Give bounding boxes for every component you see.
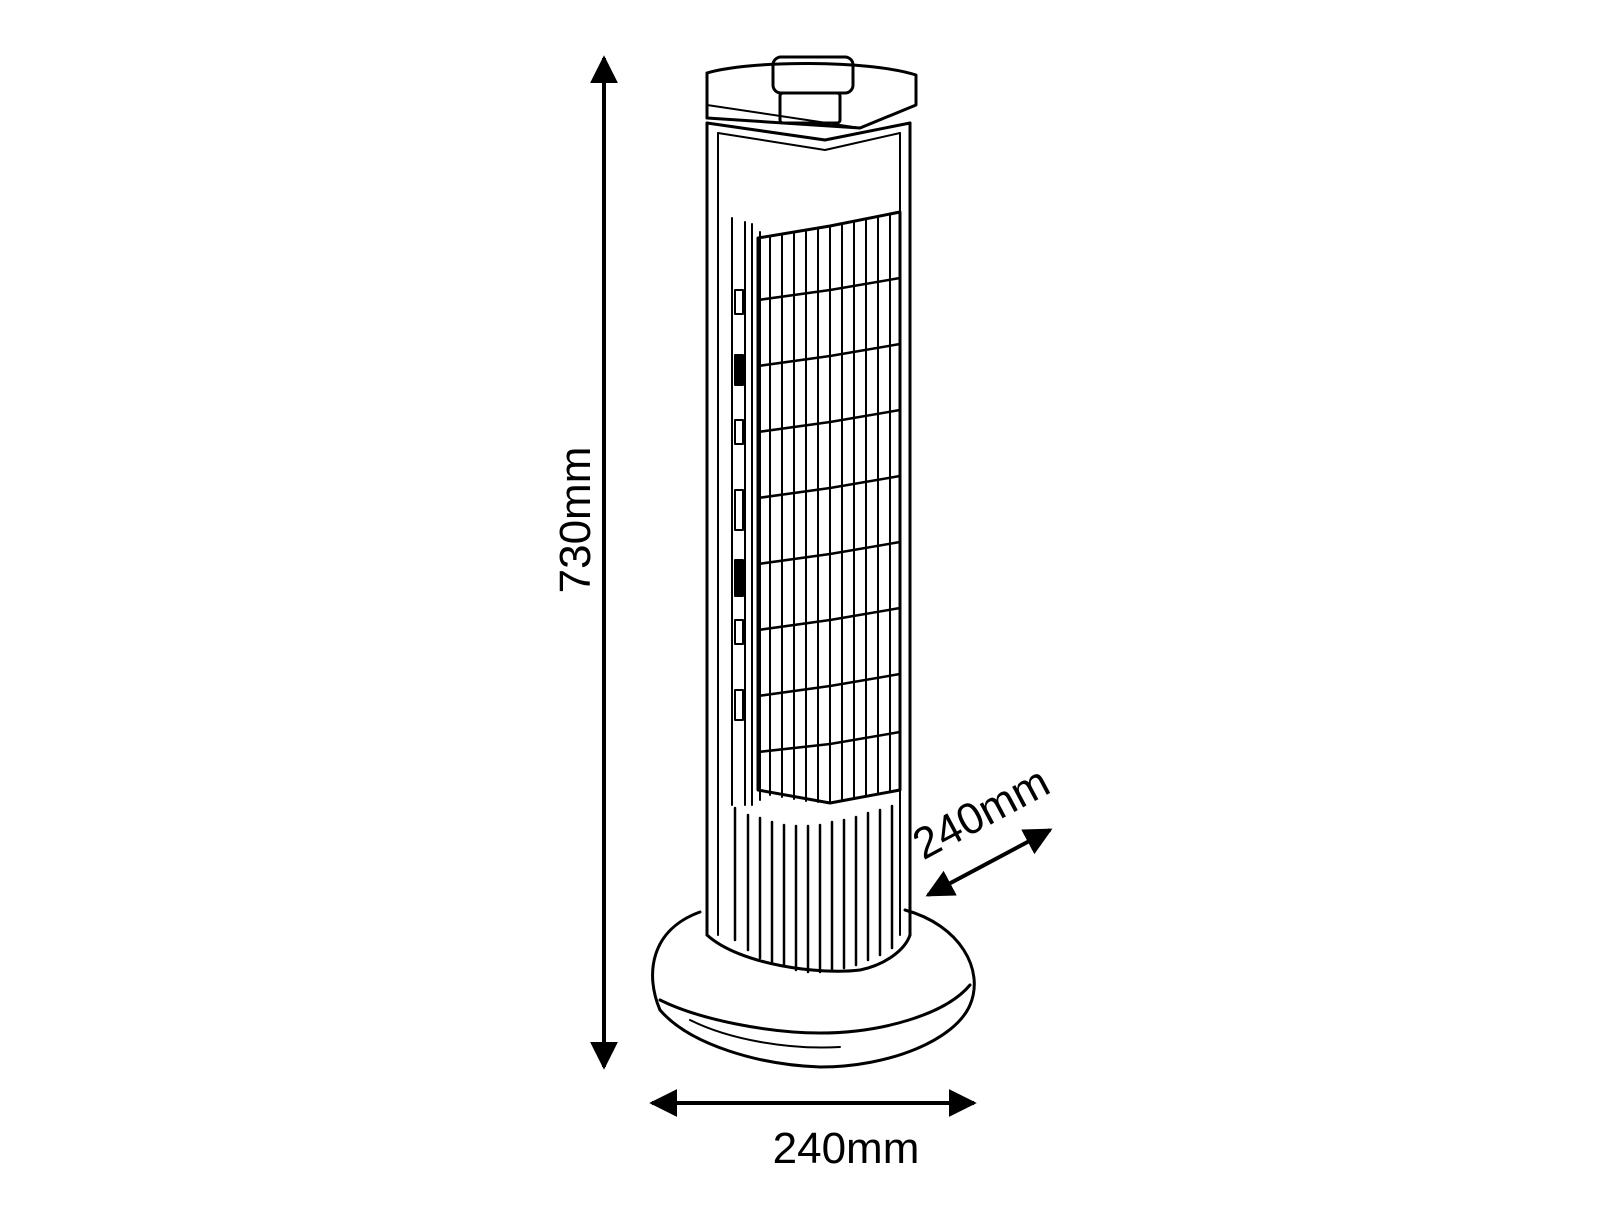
lower-vents	[733, 804, 894, 974]
height-label: 730mm	[551, 447, 600, 594]
depth-dimension: 240mm	[905, 757, 1058, 897]
fan-top-cap	[705, 55, 918, 130]
fan-base	[651, 908, 976, 1069]
width-dimension: 240mm	[649, 1089, 977, 1173]
width-label: 240mm	[773, 1124, 920, 1173]
depth-label: 240mm	[905, 757, 1058, 869]
side-control-strip	[731, 217, 753, 806]
tower-fan	[651, 55, 976, 1069]
height-dimension: 730mm	[551, 55, 618, 1070]
display-panel	[778, 91, 842, 125]
grille-slats	[769, 213, 891, 804]
depth-arrow	[925, 828, 1053, 897]
